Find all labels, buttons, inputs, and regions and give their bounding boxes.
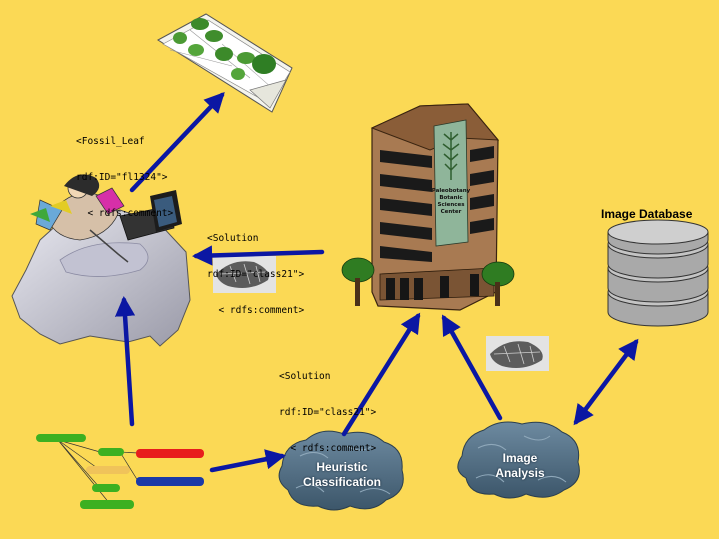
arrow-tree-to-heuristic	[209, 449, 286, 473]
researcher-laptop-icon	[11, 174, 191, 347]
arrow-tree-to-researcher	[114, 295, 136, 427]
annotation-line: < rdfs:comment>	[279, 443, 377, 454]
fossil-leaf-thumbnail-icon	[213, 256, 276, 293]
annotation-line: rdf:ID="fl1324">	[76, 172, 168, 183]
annotation-line: <Solution	[279, 371, 331, 382]
banner-line-1: Paleobotany	[432, 188, 471, 194]
banner-line-4: Center	[441, 209, 462, 215]
arrow-to-leaf-book	[129, 92, 225, 193]
office-building-icon: Paleobotany Botanic Sciences Center	[341, 103, 515, 311]
tree-diagram-icon	[36, 434, 204, 509]
solution-annotation-top: <Solution rdf:ID="class21"> < rdfs:comme…	[207, 209, 304, 329]
annotation-line: <Fossil_Leaf	[76, 136, 145, 147]
annotation-line: < rdfs:comment>	[76, 208, 174, 219]
fossil-leaf-thumbnail-icon	[486, 336, 549, 371]
arrow-analysis-to-building	[441, 314, 503, 421]
annotation-line: < rdfs:comment>	[207, 305, 305, 316]
arrow-database-analysis	[573, 338, 639, 426]
arrow-heuristic-to-building	[341, 312, 421, 437]
solution-annotation-bottom: <Solution rdf:ID="class21"> < rdfs:comme…	[279, 347, 376, 467]
brain-label-line: Analysis	[495, 466, 545, 480]
annotation-line: rdf:ID="class21">	[207, 269, 305, 280]
image-analysis-label: Image Analysis	[462, 451, 578, 481]
annotation-line: <Solution	[207, 233, 259, 244]
banner-line-2: Botanic	[439, 195, 462, 201]
image-database-title: Image Database	[601, 207, 693, 221]
brain-icon	[278, 430, 404, 511]
brain-label-line: Heuristic	[316, 460, 368, 474]
fossil-leaf-annotation: <Fossil_Leaf rdf:ID="fl1324"> < rdfs:com…	[76, 112, 173, 232]
brain-icon	[457, 421, 580, 499]
annotation-line: rdf:ID="class21">	[279, 407, 377, 418]
heuristic-classification-label: Heuristic Classification	[282, 460, 402, 490]
brain-label-line: Image	[502, 451, 538, 465]
brain-label-line: Classification	[302, 475, 382, 489]
database-cylinder-icon	[607, 219, 709, 327]
banner-line-3: Sciences	[437, 202, 465, 208]
leaf-book-icon	[157, 13, 293, 113]
arrow-building-to-researcher	[191, 245, 325, 266]
